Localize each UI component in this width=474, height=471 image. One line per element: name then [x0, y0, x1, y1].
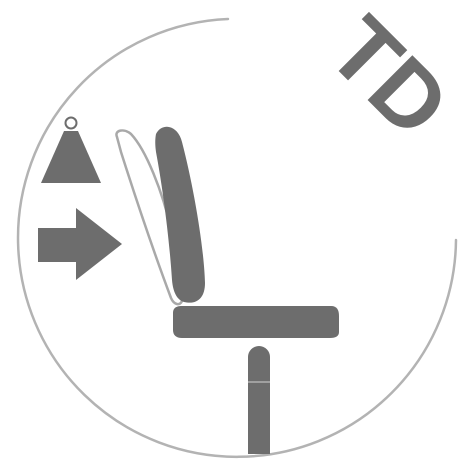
weight-body	[41, 131, 101, 183]
weight-ring	[64, 116, 78, 130]
right-arrow-icon	[38, 208, 122, 280]
seat	[173, 306, 339, 338]
office-chair-icon	[115, 126, 339, 454]
outer-ring-arc	[16, 17, 458, 459]
tilt-label: TD	[309, 0, 468, 157]
backrest	[155, 126, 205, 303]
weight-icon	[41, 116, 101, 183]
chair-column-base	[248, 400, 270, 454]
